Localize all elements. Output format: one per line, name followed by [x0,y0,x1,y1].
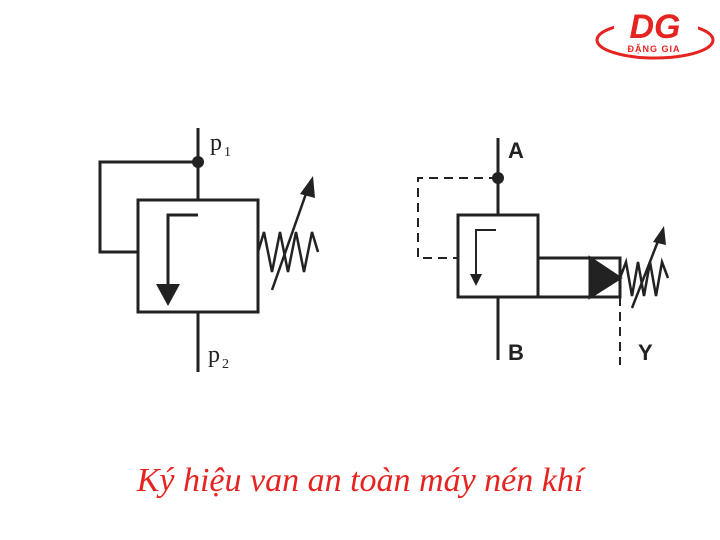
logo-mark: DG [630,8,681,46]
flow-arrowhead [470,274,482,286]
adjust-arrow [270,187,310,291]
relief-valve-symbol-right [417,138,670,365]
valve-body [456,213,540,299]
adjust-arrow [630,235,662,309]
logo: DG ĐẶNG GIA [595,8,715,60]
pilot-dashed-line [417,177,498,259]
relief-valve-symbol-left [98,128,320,372]
caption: Ký hiệu van an toàn máy nén khí [136,462,584,499]
spring [618,257,670,297]
label-port-y: Y [638,340,653,365]
spring [256,231,320,273]
pilot-line [98,160,198,254]
label-p1: p [210,130,222,156]
label-p2: p [208,342,220,368]
label-port-b: B [508,340,524,365]
valve-body [136,198,260,314]
flow-arrow [166,213,198,290]
label-port-a: A [508,138,524,163]
flow-arrow [475,229,496,280]
flow-arrowhead [156,284,180,306]
adjust-arrowhead [653,226,666,245]
pilot-cone [588,255,623,300]
label-p2-sub: 2 [222,357,229,372]
label-p1-sub: 1 [224,145,231,160]
logo-name: ĐẶNG GIA [628,44,681,54]
adjust-arrowhead [300,176,315,198]
